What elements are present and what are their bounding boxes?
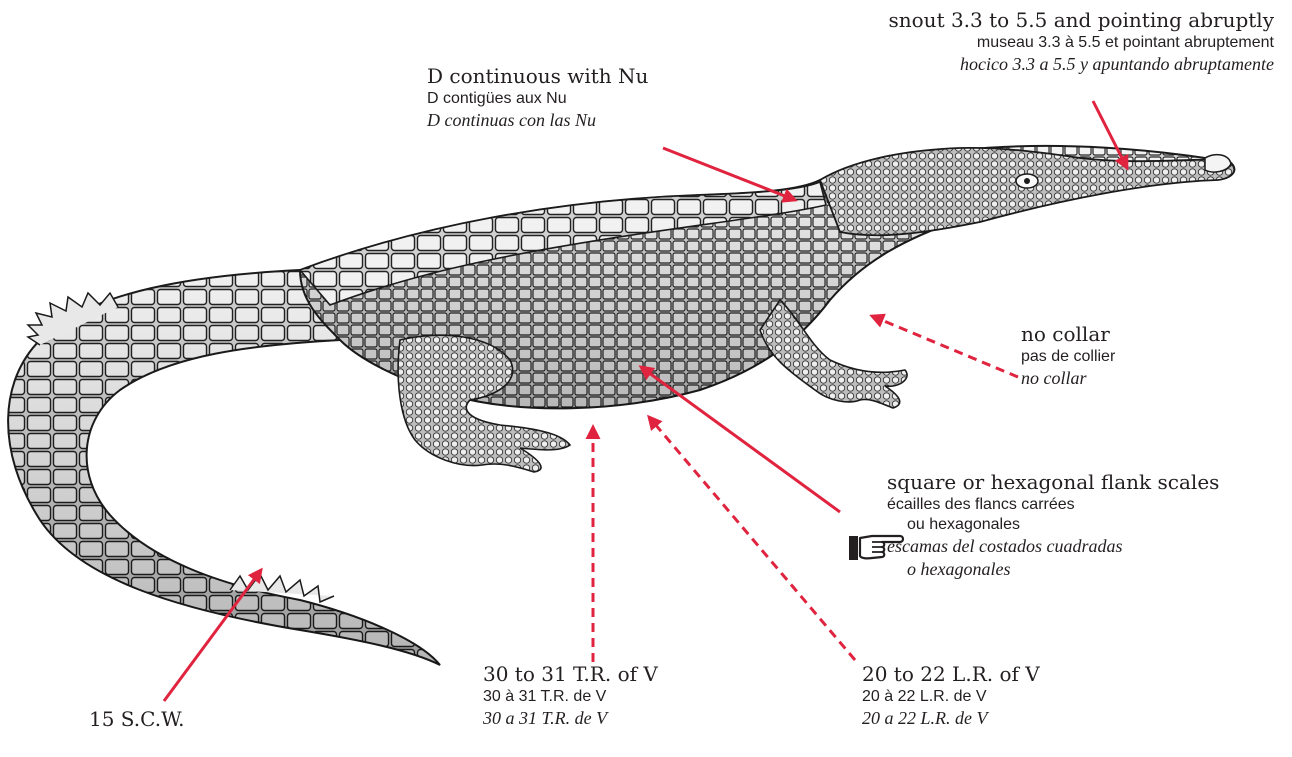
snout-annotation: snout 3.3 to 5.5 and pointing abruptly m… [889,8,1275,76]
arrow-collar [872,316,1018,377]
dorsal-label-es: D continuas con las Nu [427,109,648,132]
arrow-dorsal [663,148,795,200]
crocodile-body [8,146,1234,665]
transverse-label-fr: 30 à 31 T.R. de V [483,687,658,707]
longitudinal-label-es: 20 a 22 L.R. de V [862,707,1040,730]
flank-label-es-2: o hexagonales [887,558,1219,581]
collar-label-es: no collar [1021,367,1115,390]
flank-label-es-1: escamas del costados cuadradas [887,535,1219,558]
tail-annotation: 15 S.C.W. [89,707,185,732]
flank-label-en: square or hexagonal flank scales [887,470,1219,495]
longitudinal-label-en: 20 to 22 L.R. of V [862,662,1040,687]
transverse-label-es: 30 a 31 T.R. de V [483,707,658,730]
flank-label-fr-1: écailles des flancs carrées [887,495,1219,515]
dorsal-label-fr: D contigües aux Nu [427,89,648,109]
tail-label-en: 15 S.C.W. [89,707,185,732]
transverse-label-en: 30 to 31 T.R. of V [483,662,658,687]
collar-label-fr: pas de collier [1021,347,1115,367]
snout-label-es: hocico 3.3 a 5.5 y apuntando abruptament… [889,53,1275,76]
pointing-hand-icon [848,530,906,564]
arrow-flank [641,367,840,512]
snout-label-fr: museau 3.3 à 5.5 et pointant abruptement [889,33,1275,53]
collar-annotation: no collar pas de collier no collar [1021,322,1115,390]
snout-label-en: snout 3.3 to 5.5 and pointing abruptly [889,8,1275,33]
transverse-annotation: 30 to 31 T.R. of V 30 à 31 T.R. de V 30 … [483,662,658,730]
flank-label-fr-2: ou hexagonales [887,515,1219,535]
flank-annotation: square or hexagonal flank scales écaille… [887,470,1219,580]
dorsal-label-en: D continuous with Nu [427,64,648,89]
longitudinal-annotation: 20 to 22 L.R. of V 20 à 22 L.R. de V 20 … [862,662,1040,730]
arrow-longitudinal [649,417,855,660]
dorsal-annotation: D continuous with Nu D contigües aux Nu … [427,64,648,132]
collar-label-en: no collar [1021,322,1115,347]
longitudinal-label-fr: 20 à 22 L.R. de V [862,687,1040,707]
